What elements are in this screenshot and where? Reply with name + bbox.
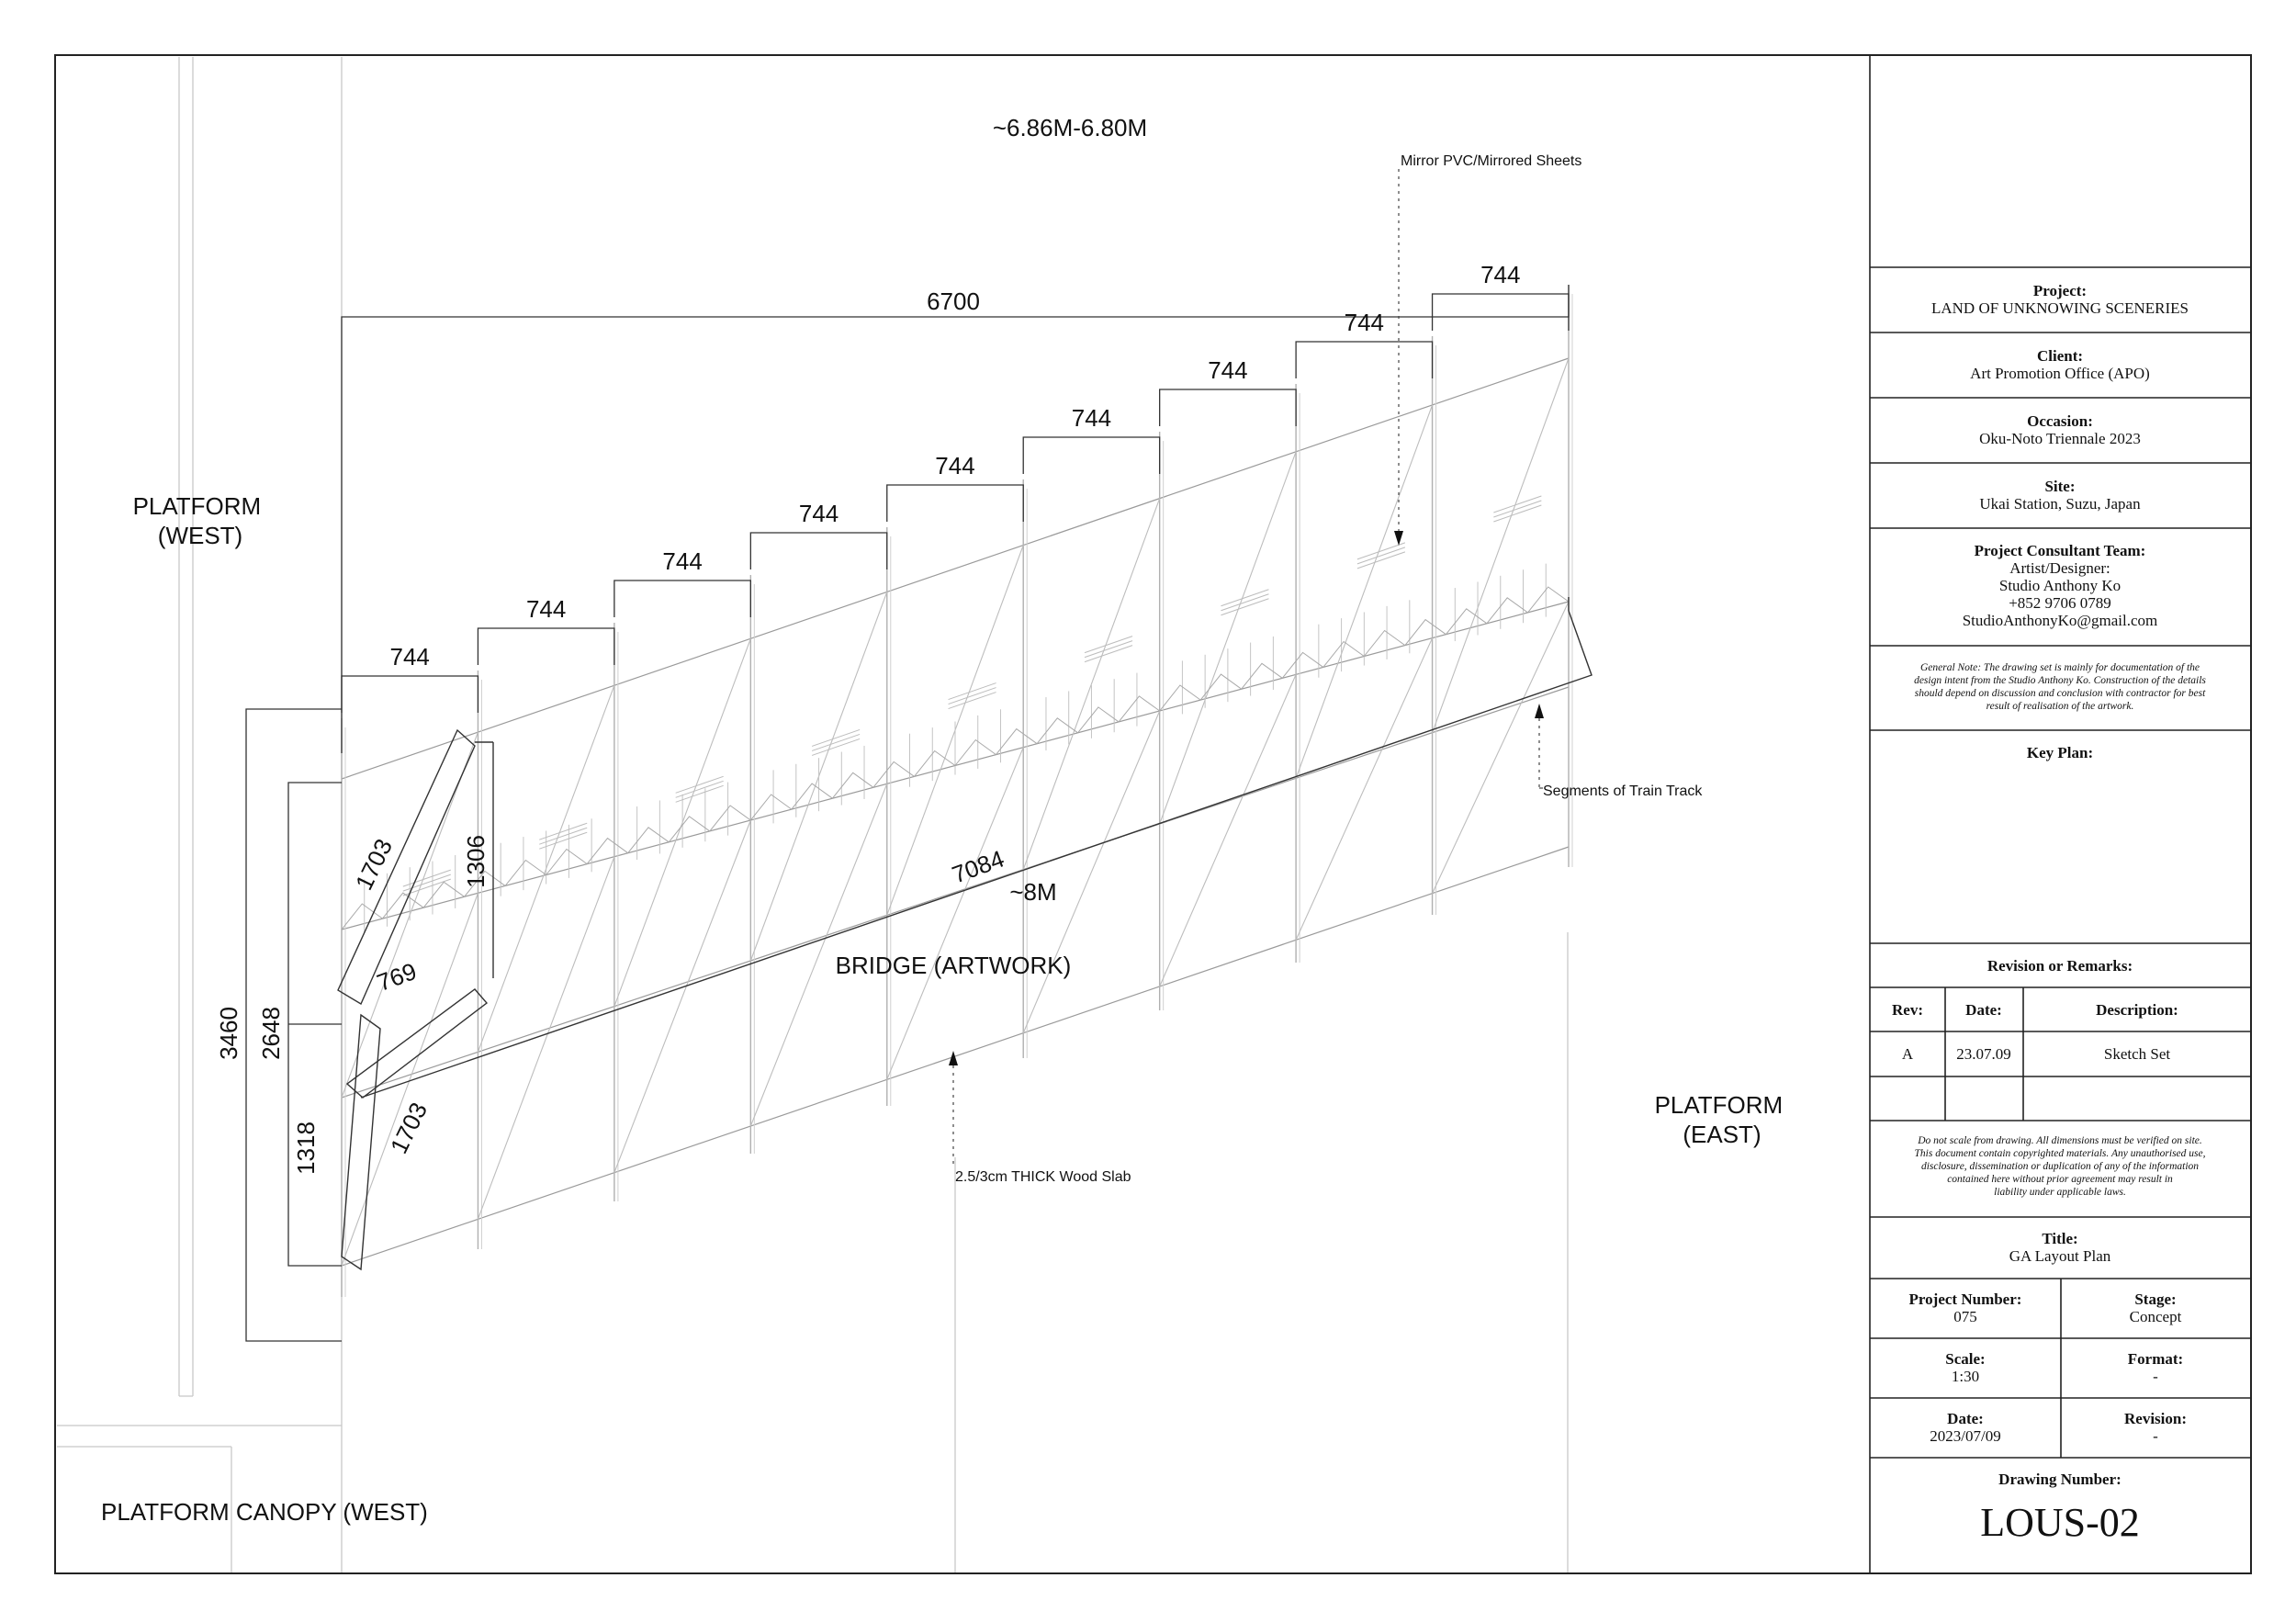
revision-field-value: - [2153,1427,2158,1445]
rev-row-1-rev: A [1902,1045,1914,1063]
platform-west-label: PLATFORM (WEST) [133,492,268,549]
segment-width-dim: 744 [662,547,702,575]
revision-remarks-label: Revision or Remarks: [1987,957,2133,975]
disclaimer-line-2: This document contain copyrighted materi… [1915,1148,2206,1159]
end-frame-upper-diag-dim: 1703 [350,834,398,894]
platform-edges [57,57,1569,1572]
segment-width-dim: 744 [1345,309,1384,336]
drawing-number-label: Drawing Number: [1998,1471,2122,1488]
occasion-value: Oku-Noto Triennale 2023 [1979,430,2141,447]
segment-width-dim: 744 [1480,261,1520,288]
segment-dimension-brackets [341,293,1570,713]
left-lower-dim: 1318 [292,1121,320,1175]
end-frame-cross-dim: 769 [373,957,420,997]
top-range-label: ~6.86M-6.80M [993,114,1147,141]
date-value: 2023/07/09 [1930,1427,2000,1445]
site-value: Ukai Station, Suzu, Japan [1979,495,2141,513]
project-label: Project: [2033,282,2087,299]
key-plan-label: Key Plan: [2027,744,2093,761]
slab-annotation: 2.5/3cm THICK Wood Slab [955,1169,1131,1185]
bridge-length-dim: 7084 [949,845,1008,889]
left-outer-dim: 3460 [215,1007,242,1060]
platform-east-label: PLATFORM (EAST) [1655,1091,1790,1148]
client-label: Client: [2037,347,2083,365]
bridge-label: BRIDGE (ARTWORK) [836,952,1072,979]
segment-width-dim: 744 [526,595,566,623]
scale-label: Scale: [1945,1350,1985,1368]
rev-row-1-date: 23.07.09 [1956,1045,2011,1063]
occasion-label: Occasion: [2027,412,2093,430]
general-note-line-2: design intent from the Studio Anthony Ko… [1914,675,2206,686]
bridge-structure [341,285,1573,1297]
stage-value: Concept [2130,1308,2182,1325]
date-header: Date: [1965,1001,2002,1019]
drawing-number-value: LOUS-02 [1980,1500,2140,1545]
scale-value: 1:30 [1952,1368,1979,1385]
team-line-1: Artist/Designer: [2009,559,2110,577]
general-note-line-4: result of realisation of the artwork. [1986,701,2134,712]
mirror-annotation: Mirror PVC/Mirrored Sheets [1401,153,1581,169]
project-number-label: Project Number: [1909,1291,2022,1308]
client-value: Art Promotion Office (APO) [1970,365,2150,382]
end-frame-vertical-dim: 1306 [462,835,490,888]
drawing-labels: ~6.86M-6.80M 6700 PLATFORM (WEST) PLATFO… [101,114,1790,1526]
general-note-line-3: should depend on discussion and conclusi… [1915,688,2206,699]
format-label: Format: [2128,1350,2183,1368]
title-label: Title: [2042,1230,2077,1247]
disclaimer-line-5: liability under applicable laws. [1994,1187,2126,1198]
revision-field-label: Revision: [2124,1410,2187,1427]
format-value: - [2153,1368,2158,1385]
end-frame-outline [337,597,1593,1271]
segment-width-dim: 744 [1208,356,1247,384]
team-label: Project Consultant Team: [1975,542,2146,559]
team-line-3: +852 9706 0789 [2009,594,2111,612]
general-note-line-1: General Note: The drawing set is mainly … [1920,662,2200,673]
project-number-value: 075 [1953,1308,1977,1325]
disclaimer-line-1: Do not scale from drawing. All dimension… [1917,1135,2202,1146]
overall-width-dim: 6700 [927,287,980,315]
segment-width-dim: 744 [935,452,974,479]
team-line-2: Studio Anthony Ko [1999,577,2121,594]
dimension-lines [245,285,1570,1342]
canopy-label: PLATFORM CANOPY (WEST) [101,1498,428,1526]
description-header: Description: [2096,1001,2178,1019]
left-inner-dim: 2648 [257,1007,285,1060]
title-block-text: Project: LAND OF UNKNOWING SCENERIES Cli… [1892,282,2206,1545]
title-value: GA Layout Plan [2009,1247,2111,1265]
annotation-arrowheads [949,531,1544,1065]
date-label: Date: [1947,1410,1984,1427]
segment-width-dim: 744 [799,500,838,527]
disclaimer-line-4: contained here without prior agreement m… [1947,1174,2173,1185]
site-label: Site: [2044,478,2075,495]
segment-dimension-labels: 744 744 744 744 744 744 744 744 744 [390,261,1521,671]
team-line-4: StudioAnthonyKo@gmail.com [1963,612,2158,629]
annotation-leaders [952,169,1543,1165]
rev-header: Rev: [1892,1001,1923,1019]
sheet-border [54,54,2252,1574]
rev-row-1-desc: Sketch Set [2104,1045,2171,1063]
track-annotation: Segments of Train Track [1543,783,1703,799]
segment-width-dim: 744 [390,643,430,671]
stage-label: Stage: [2134,1291,2176,1308]
bridge-length-approx: ~8M [1009,878,1056,906]
title-block [1869,55,2251,1573]
project-value: LAND OF UNKNOWING SCENERIES [1931,299,2189,317]
segment-width-dim: 744 [1072,404,1111,432]
disclaimer-line-3: disclosure, dissemination or duplication… [1921,1161,2199,1172]
